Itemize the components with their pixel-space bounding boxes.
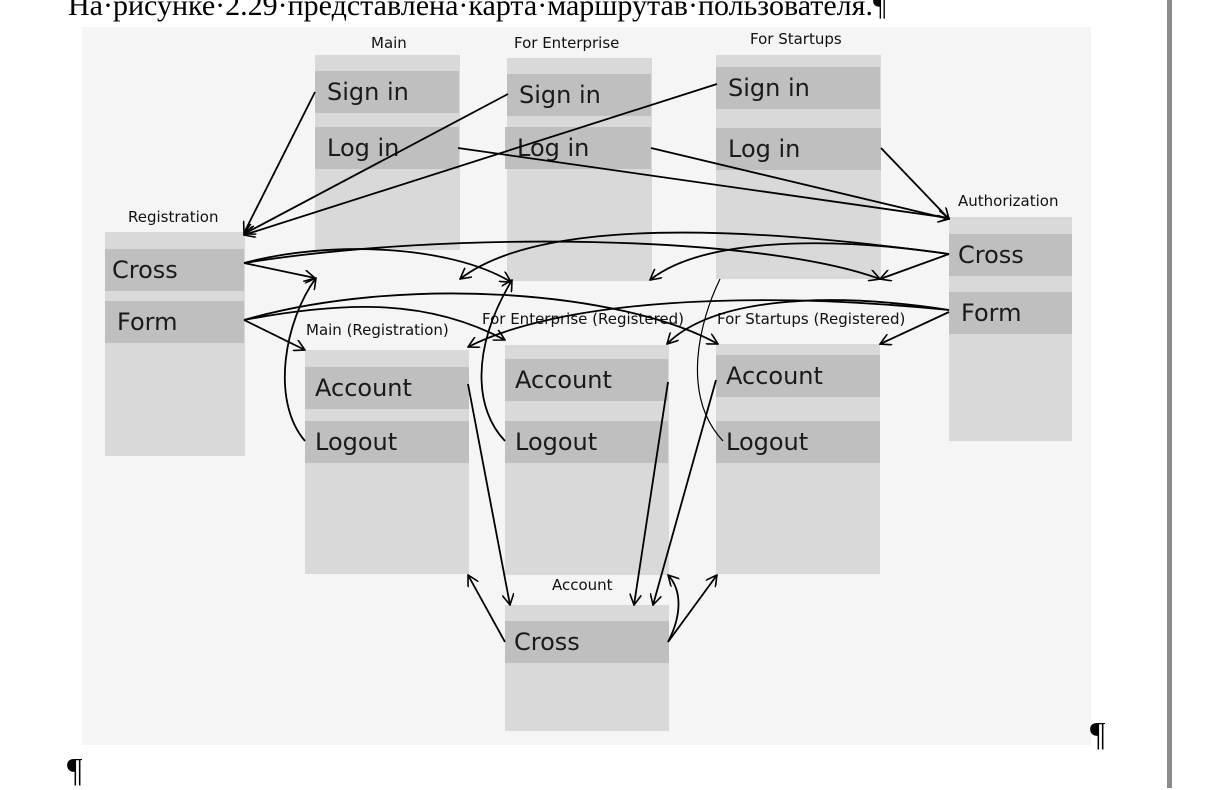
- screen-title-account: Account: [552, 576, 613, 594]
- arrow-registration-form-main-reg: [243, 319, 305, 350]
- startups-registered-account: Account: [716, 355, 880, 397]
- arrow-authorization-cross-enterprise: [650, 242, 950, 280]
- main-registration-account: Account: [305, 367, 469, 409]
- startups-sign-in: Sign in: [716, 67, 880, 109]
- main-sign-in: Sign in: [315, 71, 459, 113]
- arrow-registration-cross-main: [243, 262, 315, 278]
- arrow-authorization-form-startups-reg: [880, 311, 950, 344]
- arrow-enterprise-signin-registration: [244, 93, 509, 234]
- arrow-main-reg-account-to-account: [467, 383, 510, 605]
- registration-cross: Cross: [105, 249, 244, 291]
- startups-log-in: Log in: [716, 128, 881, 170]
- screen-title-startups-registered: For Startups (Registered): [717, 310, 906, 328]
- arrow-account-cross-main-reg: [468, 575, 506, 643]
- arrow-enterprise-reg-logout-enterprise: [480, 280, 512, 442]
- account-cross: Cross: [505, 621, 669, 663]
- caption-text: На·рисунке·2.29·представлена·карта·маршр…: [68, 0, 887, 22]
- pilcrow-mark-paragraph: ¶: [67, 752, 83, 789]
- arrow-authorization-cross-main: [460, 231, 950, 279]
- arrow-startups-reg-logout-startups: [696, 278, 724, 442]
- authorization-cross: Cross: [949, 234, 1072, 276]
- screen-title-registration: Registration: [128, 208, 219, 226]
- arrow-main-reg-logout-main: [283, 278, 316, 442]
- enterprise-sign-in: Sign in: [507, 74, 651, 116]
- screen-title-authorization: Authorization: [958, 192, 1059, 210]
- screen-title-enterprise: For Enterprise: [514, 34, 620, 52]
- page-margin-rule: [1167, 0, 1172, 788]
- authorization-form: Form: [949, 292, 1072, 334]
- arrow-enterprise-login-authorization: [650, 147, 949, 219]
- arrow-account-cross-enterprise-reg: [668, 575, 679, 643]
- arrow-registration-form-startups-reg: [243, 292, 718, 344]
- arrow-startups-signin-registration: [244, 83, 718, 235]
- startups-registered-logout: Logout: [716, 421, 880, 463]
- arrow-account-cross-startups-reg: [667, 575, 717, 643]
- main-registration-logout: Logout: [305, 421, 469, 463]
- arrow-startups-reg-account-to-account: [653, 379, 717, 605]
- arrow-registration-cross-enterprise: [243, 248, 511, 282]
- screen-title-startups: For Startups: [750, 30, 842, 48]
- enterprise-registered-logout: Logout: [505, 421, 668, 463]
- arrow-main-login-authorization: [457, 147, 949, 218]
- arrow-authorization-form-main-reg: [468, 299, 950, 347]
- arrow-startups-login-authorization: [880, 147, 949, 219]
- arrow-authorization-form-enterprise-reg: [667, 299, 950, 344]
- arrow-registration-form-enterprise-reg: [243, 305, 505, 340]
- screen-title-main: Main: [371, 34, 407, 52]
- arrow-main-signin-registration: [244, 91, 316, 233]
- arrow-authorization-cross-startups: [880, 253, 950, 279]
- enterprise-registered-account: Account: [505, 359, 668, 401]
- arrow-registration-cross-startups: [243, 240, 880, 279]
- screen-title-main-registration: Main (Registration): [306, 321, 449, 339]
- registration-form: Form: [105, 301, 244, 343]
- pilcrow-mark: ¶: [1090, 716, 1106, 753]
- arrow-enterprise-reg-account-to-account: [634, 381, 669, 605]
- enterprise-log-in: Log in: [505, 127, 651, 169]
